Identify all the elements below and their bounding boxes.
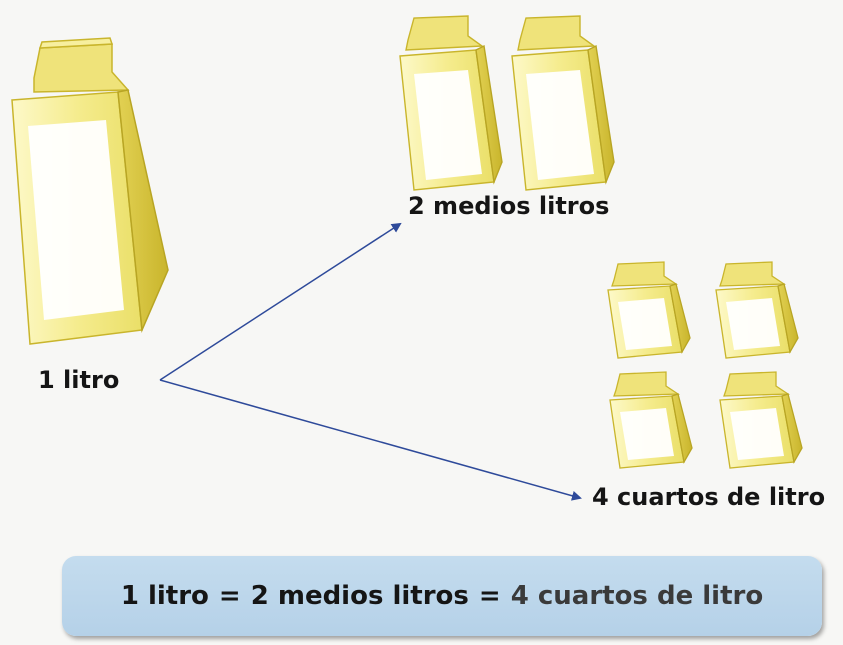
equation-text: 1 litro = 2 medios litros = 4 cuartos de lit… <box>121 581 763 611</box>
milk-carton-quarter-icon <box>607 261 691 359</box>
arrow-to-halves <box>159 222 402 381</box>
label-four-quarters: 4 cuartos de litro <box>592 483 826 511</box>
milk-carton-quarter-icon <box>719 371 803 469</box>
equation-part-two-halves: 2 medios litros <box>250 581 469 611</box>
equation-box: 1 litro = 2 medios litros = 4 cuartos de lit… <box>62 556 822 636</box>
arrow-to-quarters <box>159 379 582 501</box>
milk-carton-half-icon <box>511 15 615 191</box>
milk-carton-1l-icon <box>11 37 169 345</box>
label-two-halves: 2 medios litros <box>408 192 610 220</box>
equals-sign: = <box>218 581 241 611</box>
equals-sign: = <box>478 581 501 611</box>
milk-carton-quarter-icon <box>609 371 693 469</box>
label-one-liter: 1 litro <box>38 366 120 394</box>
milk-carton-quarter-icon <box>715 261 799 359</box>
equation-part-four-quarters: 4 cuartos de litro <box>510 581 764 611</box>
equation-part-one-liter: 1 litro <box>120 581 209 611</box>
milk-carton-half-icon <box>399 15 503 191</box>
